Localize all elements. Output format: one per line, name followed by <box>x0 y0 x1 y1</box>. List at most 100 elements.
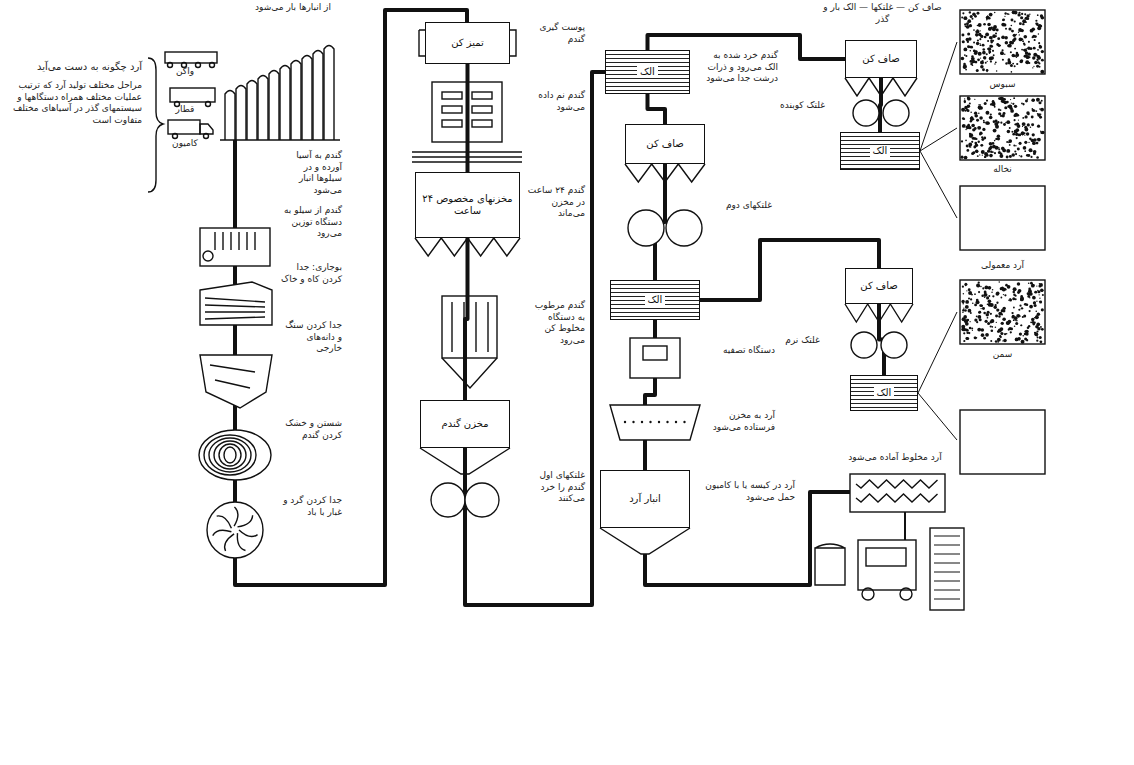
grain-dot <box>966 145 969 148</box>
grain-dot <box>1008 58 1011 61</box>
grain-dot <box>1033 47 1036 50</box>
grain-dot <box>998 281 1000 283</box>
grain-dot <box>994 140 996 142</box>
grain-dot <box>964 309 967 312</box>
wheel <box>210 63 215 68</box>
grain-dot <box>1024 115 1027 118</box>
grain-dot <box>993 129 997 133</box>
grain-dot <box>984 102 987 105</box>
silo <box>258 76 268 141</box>
grain-dot <box>1016 320 1018 322</box>
machine-box: تمیز کن <box>425 22 510 64</box>
machine-label: مخزنهای مخصوص ۲۴ ساعت <box>421 193 514 218</box>
grain-dot <box>1010 331 1012 333</box>
grain-dot <box>969 321 970 322</box>
grain-dot <box>960 156 963 159</box>
grain-dot <box>978 52 982 56</box>
grain-dot <box>1021 307 1023 309</box>
grain-dot <box>1005 28 1007 30</box>
grain-dot <box>1019 38 1023 42</box>
cabinet-detail <box>472 92 492 99</box>
grain-dot <box>997 121 999 123</box>
tower-detail <box>934 563 960 564</box>
grain-dot <box>1015 322 1018 325</box>
grain-dot <box>962 317 966 321</box>
grain-dot <box>994 63 995 64</box>
grain-dot <box>1028 292 1032 296</box>
grain-dot <box>1020 315 1021 316</box>
grain-dot <box>1003 294 1004 295</box>
grain-dot <box>987 40 989 42</box>
fan-blade <box>225 534 234 551</box>
grain-dot <box>986 53 988 55</box>
machine-detail <box>205 298 265 302</box>
grain-dot <box>986 19 987 20</box>
grain-dot <box>1018 309 1020 311</box>
grain-dot <box>1001 35 1005 39</box>
cabinet-detail <box>442 92 462 99</box>
silo <box>225 91 235 141</box>
sieve-hole <box>641 421 643 423</box>
grain-dot <box>992 27 996 31</box>
grain-dot <box>1012 103 1014 105</box>
fan-blade <box>213 530 232 535</box>
grain-dot <box>1004 106 1007 109</box>
flow-connector <box>880 78 881 132</box>
silo <box>302 56 312 141</box>
grain-dot <box>970 120 972 122</box>
grain-dot <box>1006 321 1010 325</box>
grain-dot <box>1017 337 1021 341</box>
grain-dot <box>969 133 973 137</box>
grain-dot <box>961 300 964 303</box>
grain-dot <box>1024 141 1027 144</box>
roller <box>666 210 702 246</box>
sample-tile <box>960 280 1045 344</box>
fan-blade <box>234 507 238 526</box>
grain-dot <box>1024 132 1026 134</box>
grain-dot <box>990 325 992 327</box>
grain-dot <box>1004 288 1005 289</box>
grain-dot <box>962 286 964 288</box>
grain-dot <box>969 327 972 330</box>
grain-dot <box>1017 114 1020 117</box>
grain-dot <box>1036 322 1040 326</box>
grain-dot <box>967 45 970 48</box>
grain-dot <box>998 328 1002 332</box>
grain-dot <box>976 151 978 153</box>
grain-dot <box>996 302 998 304</box>
mixer-blade <box>475 302 476 352</box>
grain-dot <box>963 340 965 342</box>
grain-dot <box>1012 291 1015 294</box>
grain-dot <box>1034 40 1035 41</box>
washing-drum <box>199 430 271 480</box>
grain-dot <box>1000 332 1003 335</box>
grain-dot <box>992 289 994 291</box>
grain-dot <box>1003 101 1007 105</box>
grain-dot <box>1004 36 1008 40</box>
grain-dot <box>1012 54 1016 58</box>
grain-dot <box>976 119 979 122</box>
grain-dot <box>990 45 993 48</box>
grain-dot <box>992 100 995 103</box>
grain-dot <box>1011 153 1015 157</box>
sample-tile <box>960 10 1045 74</box>
mixer-blade <box>487 302 488 352</box>
grain-dot <box>1031 318 1034 321</box>
grain-dot <box>966 22 969 25</box>
grain-dot <box>1037 49 1039 51</box>
note-text: آرد معمولی <box>960 260 1045 272</box>
grain-dot <box>971 327 973 329</box>
fan-housing <box>207 502 263 558</box>
grain-dot <box>1009 127 1011 129</box>
silo <box>313 51 323 141</box>
grain-dot <box>995 314 998 317</box>
grain-dot <box>1005 122 1006 123</box>
grain-dot <box>1039 294 1040 295</box>
grain-dot <box>1037 26 1041 30</box>
grain-dot <box>990 151 992 153</box>
grain-dot <box>1001 322 1004 325</box>
grain-dot <box>1009 144 1011 146</box>
note-text: غلتک کوبنده <box>770 100 835 112</box>
